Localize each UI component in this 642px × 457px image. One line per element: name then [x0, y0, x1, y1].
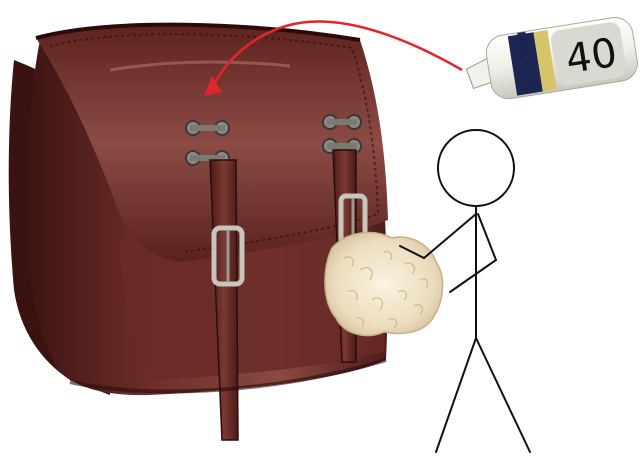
stick-figure-leg-right: [476, 338, 530, 452]
sponge-body: [325, 233, 443, 336]
stick-figure-head: [438, 130, 514, 206]
stick-figure-arm-left: [400, 214, 476, 258]
bottle: 40 Sisto Mall: [462, 14, 640, 105]
bottle-number: 40: [563, 30, 620, 83]
stick-figure-arm-right: [450, 214, 496, 292]
stick-figure-leg-left: [436, 338, 476, 452]
sponge: [325, 233, 443, 336]
saddlebag: [9, 25, 388, 440]
